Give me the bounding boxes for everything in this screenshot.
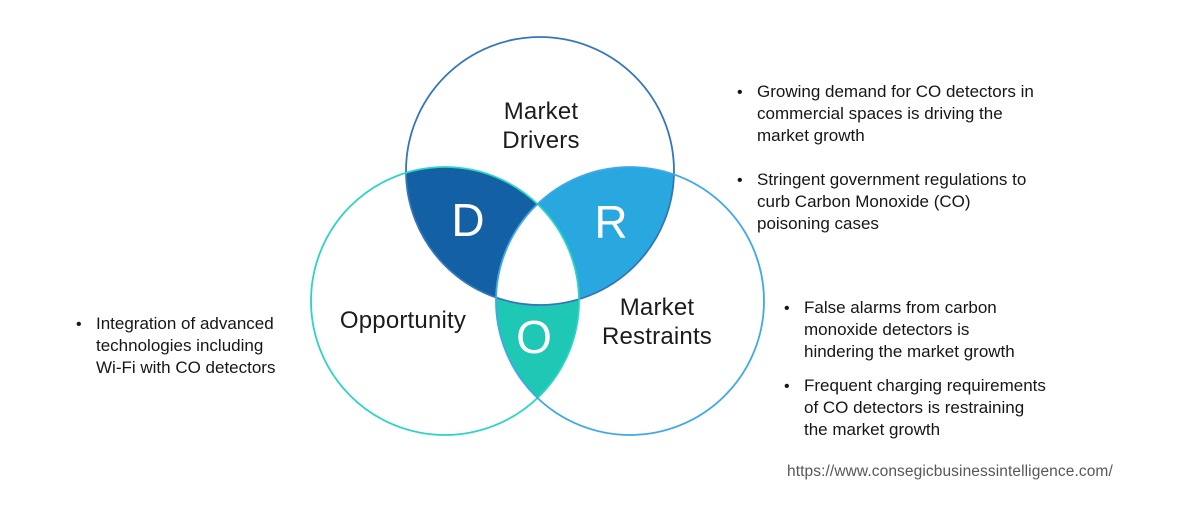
- opportunity-bullet-list: Integration of advanced technologies inc…: [76, 313, 326, 379]
- opportunity-bullet-item: Integration of advanced technologies inc…: [76, 313, 326, 379]
- drivers-lens-letter: D: [451, 194, 485, 246]
- restraints-bullet-list: False alarms from carbon monoxide detect…: [782, 297, 1082, 441]
- drivers-circle-label: Market Drivers: [502, 98, 580, 154]
- restraints-lens-letter: R: [594, 196, 628, 248]
- drivers-bullet-list: Growing demand for CO detectors in comme…: [735, 81, 1065, 235]
- left-circle-outline: [310, 166, 580, 436]
- drivers-bullet-item: Stringent government regulations to curb…: [735, 169, 1065, 235]
- opportunity-circle-label: Opportunity: [339, 307, 467, 334]
- drivers-bullet-item: Growing demand for CO detectors in comme…: [735, 81, 1065, 147]
- right-circle-outline: [495, 166, 765, 436]
- top-circle-outline: [405, 36, 675, 306]
- restraints-bullet-item: Frequent charging requirements of CO det…: [782, 375, 1082, 441]
- opportunity-lens-letter: O: [516, 311, 552, 363]
- restraints-bullet-item: False alarms from carbon monoxide detect…: [782, 297, 1082, 363]
- restraints-circle-label: Market Restraints: [601, 294, 713, 350]
- footer-source-url: https://www.consegicbusinessintelligence…: [787, 463, 1113, 480]
